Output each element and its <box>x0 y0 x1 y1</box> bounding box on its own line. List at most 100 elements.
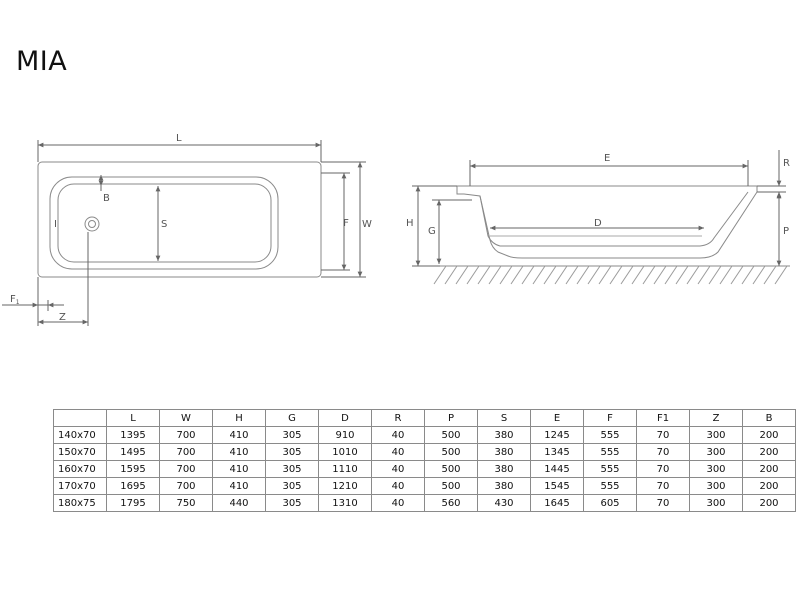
label-f1-sub: 1 <box>16 299 20 306</box>
table-cell: 700 <box>159 443 213 461</box>
table-cell: 1695 <box>106 477 160 495</box>
table-cell: 200 <box>742 460 796 478</box>
table-cell: 70 <box>636 426 690 444</box>
hatch-line <box>620 265 634 285</box>
side-view <box>440 185 790 267</box>
table-cell: 380 <box>477 426 531 444</box>
column-header: H <box>212 409 266 427</box>
label-p: P <box>783 226 789 237</box>
table-cell: 300 <box>689 426 743 444</box>
tub-side-inner <box>479 191 749 247</box>
table-cell: 1345 <box>530 443 584 461</box>
label-s: S <box>161 219 167 230</box>
table-cell: 380 <box>477 460 531 478</box>
table-cell: 40 <box>371 494 425 512</box>
table-cell: 300 <box>689 494 743 512</box>
column-header: G <box>265 409 319 427</box>
table-cell: 1010 <box>318 443 372 461</box>
top-view <box>37 161 322 278</box>
hatch-line <box>466 265 480 285</box>
table-cell: 1795 <box>106 494 160 512</box>
table-cell: 500 <box>424 426 478 444</box>
table-cell: 1445 <box>530 460 584 478</box>
model-cell: 150x70 <box>53 443 107 461</box>
hatch-line <box>653 265 667 285</box>
hatch-line <box>686 265 700 285</box>
table-cell: 40 <box>371 443 425 461</box>
table-cell: 555 <box>583 460 637 478</box>
table-cell: 555 <box>583 443 637 461</box>
floor-hatch <box>433 265 788 285</box>
table-cell: 1495 <box>106 443 160 461</box>
table-cell: 410 <box>212 426 266 444</box>
hatch-line <box>477 265 491 285</box>
hatch-line <box>576 265 590 285</box>
table-cell: 200 <box>742 494 796 512</box>
label-l: L <box>176 133 182 144</box>
label-e: E <box>604 153 610 164</box>
model-cell: 170x70 <box>53 477 107 495</box>
hatch-line <box>488 265 502 285</box>
hatch-line <box>708 265 722 285</box>
column-header: F <box>583 409 637 427</box>
label-b: B <box>103 193 110 204</box>
hatch-line <box>774 265 788 285</box>
table-cell: 605 <box>583 494 637 512</box>
table-cell: 1395 <box>106 426 160 444</box>
model-cell: 140x70 <box>53 426 107 444</box>
label-w: W <box>362 219 372 230</box>
drain-outer-icon <box>84 216 100 232</box>
top-view-dimensions <box>2 140 366 326</box>
hatch-line <box>697 265 711 285</box>
side-view-labels: E D H G R P <box>406 153 790 237</box>
column-header: R <box>371 409 425 427</box>
top-view-labels: L F W S B I Z F1 <box>10 133 372 323</box>
hatch-line <box>510 265 524 285</box>
label-d: D <box>594 218 602 229</box>
table-cell: 555 <box>583 426 637 444</box>
table-cell: 70 <box>636 494 690 512</box>
label-z: Z <box>59 312 66 323</box>
table-cell: 305 <box>265 460 319 478</box>
table-cell: 200 <box>742 426 796 444</box>
tub-inner-basin <box>49 176 279 270</box>
table-cell: 40 <box>371 460 425 478</box>
tub-side-profile <box>456 185 758 259</box>
hatch-line <box>499 265 513 285</box>
table-cell: 380 <box>477 477 531 495</box>
table-cell: 70 <box>636 443 690 461</box>
table-cell: 500 <box>424 443 478 461</box>
table-cell: 70 <box>636 477 690 495</box>
tub-inner-rim <box>57 183 272 263</box>
hatch-line <box>675 265 689 285</box>
table-cell: 700 <box>159 460 213 478</box>
table-cell: 40 <box>371 426 425 444</box>
table-cell: 200 <box>742 443 796 461</box>
hatch-line <box>543 265 557 285</box>
table-cell: 305 <box>265 443 319 461</box>
model-cell: 180x75 <box>53 494 107 512</box>
table-cell: 410 <box>212 460 266 478</box>
table-cell: 410 <box>212 477 266 495</box>
table-cell: 70 <box>636 460 690 478</box>
hatch-line <box>664 265 678 285</box>
table-cell: 1210 <box>318 477 372 495</box>
column-header: L <box>106 409 160 427</box>
column-header <box>53 409 107 427</box>
hatch-line <box>609 265 623 285</box>
column-header: F1 <box>636 409 690 427</box>
table-cell: 1245 <box>530 426 584 444</box>
table-cell: 1110 <box>318 460 372 478</box>
column-header: W <box>159 409 213 427</box>
label-i: I <box>54 219 57 230</box>
table-cell: 700 <box>159 426 213 444</box>
hatch-line <box>444 265 458 285</box>
label-g: G <box>428 226 436 237</box>
column-header: P <box>424 409 478 427</box>
